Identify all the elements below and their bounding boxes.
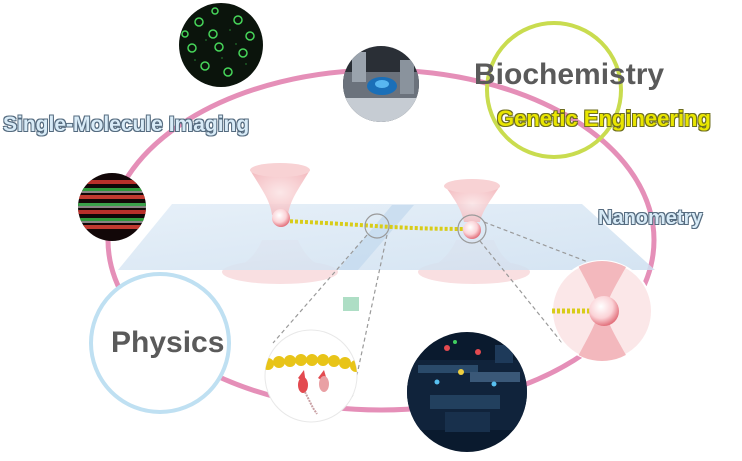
biochemistry-ring xyxy=(485,21,623,159)
optical-tweezers-image xyxy=(551,260,653,362)
bead-zoom-marker xyxy=(457,214,487,244)
label-single-molecule-imaging: Single-Molecule Imaging xyxy=(3,113,250,136)
fluorescent-spots-image xyxy=(179,3,263,87)
microscope-stage-image xyxy=(343,46,419,122)
lab-setup-image xyxy=(407,332,527,452)
motor-zoom-marker xyxy=(364,213,390,239)
label-genetic-engineering: Genetic Engineering xyxy=(497,106,711,131)
bead-left xyxy=(272,209,290,227)
dna-strand xyxy=(284,219,469,231)
zoom-lines xyxy=(272,221,589,399)
physics-ring xyxy=(89,272,231,414)
protein-motor-image xyxy=(264,329,358,423)
bead-right xyxy=(463,221,481,239)
laser-cones-upper xyxy=(250,163,500,222)
label-biochemistry: Biochemistry xyxy=(474,58,665,91)
kymograph-image xyxy=(78,173,146,241)
label-nanometry: Nanometry xyxy=(598,207,703,229)
green-marker xyxy=(343,297,359,311)
label-physics: Physics xyxy=(111,326,225,359)
